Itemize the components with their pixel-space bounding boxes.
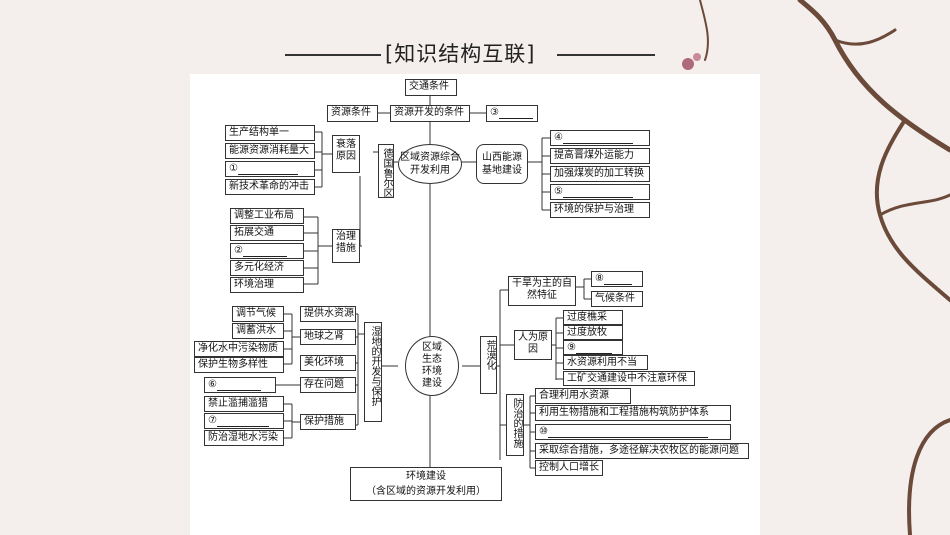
oval-resource-development: 区域资源综合开发利用 bbox=[398, 144, 462, 184]
node-human-causes: 人为原因 bbox=[514, 330, 552, 360]
protect-item-3: 防治湿地水污染 bbox=[204, 430, 284, 446]
section-title: [知识结构互联] bbox=[385, 42, 536, 66]
govern-item-4: 多元化经济 bbox=[230, 260, 304, 276]
human-item-3-blank: ⑨ bbox=[563, 340, 623, 355]
shanxi-item-5: 环境的保护与治理 bbox=[550, 202, 650, 218]
node-provide-water: 提供水资源 bbox=[300, 306, 356, 322]
natural-item-1-blank: ⑧ bbox=[591, 271, 643, 287]
connector-lines bbox=[276, 95, 591, 469]
header-rule-left bbox=[285, 54, 381, 56]
node-problems: 存在问题 bbox=[300, 377, 356, 393]
berry-icon bbox=[682, 58, 694, 70]
kidney-item-4: 保护生物多样性 bbox=[194, 357, 284, 373]
node-earth-kidney: 地球之肾 bbox=[300, 329, 356, 345]
node-ruhr: 德国鲁尔区 bbox=[378, 144, 394, 198]
kidney-item-1: 调节气候 bbox=[232, 306, 284, 322]
shanxi-item-1-blank: ④ bbox=[550, 130, 650, 146]
measure-item-2: 利用生物措施和工程措施构筑防护体系 bbox=[535, 405, 731, 421]
node-desertification: 荒漠化 bbox=[480, 336, 497, 394]
oval-eco-environment: 区域生态环境建设 bbox=[405, 336, 459, 396]
human-item-4: 水资源利用不当 bbox=[563, 355, 648, 370]
shanxi-item-3: 加强煤炭的加工转换 bbox=[550, 166, 650, 182]
human-item-1: 过度樵采 bbox=[563, 310, 623, 325]
section-header: [知识结构互联] bbox=[285, 38, 655, 68]
kidney-item-2: 调蓄洪水 bbox=[232, 323, 284, 339]
node-development-condition: 资源开发的条件 bbox=[390, 105, 470, 122]
human-item-5: 工矿交通建设中不注意环保 bbox=[563, 371, 695, 386]
measure-item-3-blank: ⑩ bbox=[535, 424, 731, 440]
shanxi-item-2: 提高晋煤外运能力 bbox=[550, 148, 650, 164]
problem-item-blank: ⑥ bbox=[204, 377, 276, 393]
node-blank-3: ③ bbox=[486, 105, 538, 122]
decline-item-4: 新技术革命的冲击 bbox=[225, 179, 315, 195]
node-decline-reasons: 衰落原因 bbox=[332, 135, 360, 173]
govern-item-3-blank: ② bbox=[230, 243, 304, 259]
protect-item-1: 禁止滥捕滥猎 bbox=[204, 396, 284, 412]
node-protect-measures: 保护措施 bbox=[300, 414, 356, 430]
node-environment-construction: 环境建设 （含区域的资源开发利用） bbox=[350, 467, 502, 501]
node-traffic: 交通条件 bbox=[405, 79, 457, 96]
decline-item-1: 生产结构单一 bbox=[225, 125, 315, 141]
kidney-item-3: 净化水中污染物质 bbox=[194, 341, 284, 357]
node-wetland: 湿地的开发与保护 bbox=[364, 322, 382, 422]
node-shanxi: 山西能源基地建设 bbox=[476, 144, 528, 184]
node-natural-features: 干旱为主的自然特征 bbox=[508, 276, 576, 306]
bottom-line-2: （含区域的资源开发利用） bbox=[366, 486, 486, 497]
node-govern-measures: 治理措施 bbox=[332, 229, 360, 263]
shanxi-item-4-blank: ⑤ bbox=[550, 184, 650, 200]
human-item-2: 过度放牧 bbox=[563, 325, 623, 340]
node-prevention-measures: 防治的措施 bbox=[506, 394, 524, 456]
measure-item-1: 合理利用水资源 bbox=[535, 388, 631, 404]
header-rule-right bbox=[557, 54, 655, 56]
protect-item-2-blank: ⑦ bbox=[204, 413, 284, 429]
knowledge-map: 交通条件 资源条件 资源开发的条件 ③ 区域资源综合开发利用 德国鲁尔区 衰落原… bbox=[190, 74, 760, 535]
govern-item-1: 调整工业布局 bbox=[230, 208, 304, 224]
measure-item-5: 控制人口增长 bbox=[535, 460, 603, 476]
natural-item-2: 气候条件 bbox=[591, 291, 643, 307]
govern-item-2: 拓展交通 bbox=[230, 225, 304, 241]
node-resource-condition: 资源条件 bbox=[327, 105, 378, 122]
decline-item-3-blank: ① bbox=[225, 161, 315, 177]
govern-item-5: 环境治理 bbox=[230, 277, 304, 293]
node-beautify: 美化环境 bbox=[300, 355, 356, 371]
bottom-line-1: 环境建设 bbox=[406, 471, 446, 482]
measure-item-4: 采取综合措施，多途径解决农牧区的能源问题 bbox=[535, 443, 749, 459]
decline-item-2: 能源资源消耗量大 bbox=[225, 143, 315, 159]
